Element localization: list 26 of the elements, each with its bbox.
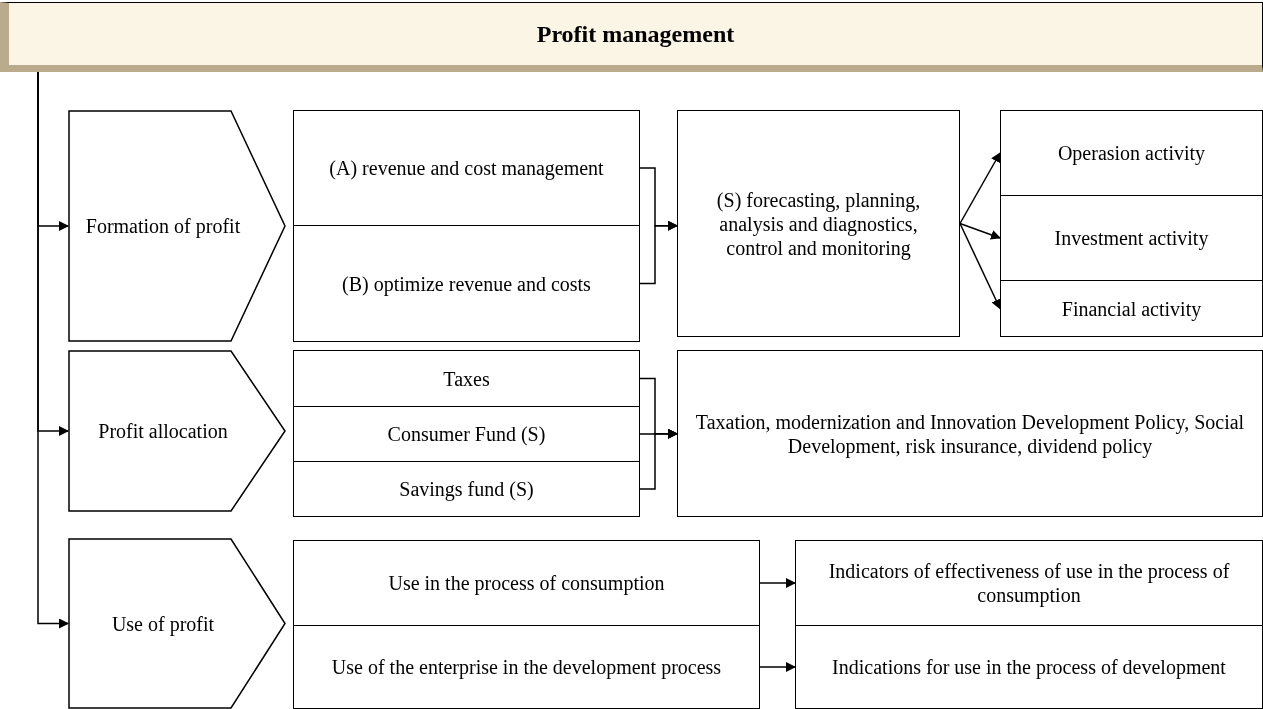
node-label: Profit allocation <box>97 419 229 443</box>
arrow <box>639 220 678 285</box>
arrow <box>759 578 796 588</box>
process-box: (B) optimize revenue and costs <box>293 225 640 342</box>
process-box: Indications for use in the process of development <box>795 625 1263 709</box>
process-box: Operasion activity <box>1000 110 1263 196</box>
process-box: (S) forecasting, planning, analysis and diagnostics, control and monitoring <box>677 110 960 337</box>
node-label: Use of profit <box>110 611 216 636</box>
arrow <box>959 152 1001 225</box>
node-label: Formation of profit <box>84 214 242 238</box>
process-box: Taxation, modernization and Innovation Development Policy, Social Development, risk insurance, dividend policy <box>677 350 1263 517</box>
process-box: Use of the enterprise in the development process <box>293 625 760 709</box>
process-box: Financial activity <box>1000 280 1263 337</box>
arrow <box>639 428 678 490</box>
process-box: Indicators of effectiveness of use in the process of consumption <box>795 540 1263 626</box>
arrow <box>759 662 796 672</box>
arrow <box>959 222 1001 310</box>
process-box: Taxes <box>293 350 640 407</box>
header-band: Profit management <box>0 2 1263 72</box>
process-box: (A) revenue and cost management <box>293 110 640 226</box>
process-box: Use in the process of consumption <box>293 540 760 626</box>
process-box: Investment activity <box>1000 195 1263 281</box>
process-box: Savings fund (S) <box>293 461 640 517</box>
arrow <box>37 71 69 629</box>
arrow <box>959 222 1001 240</box>
process-box: Consumer Fund (S) <box>293 406 640 462</box>
